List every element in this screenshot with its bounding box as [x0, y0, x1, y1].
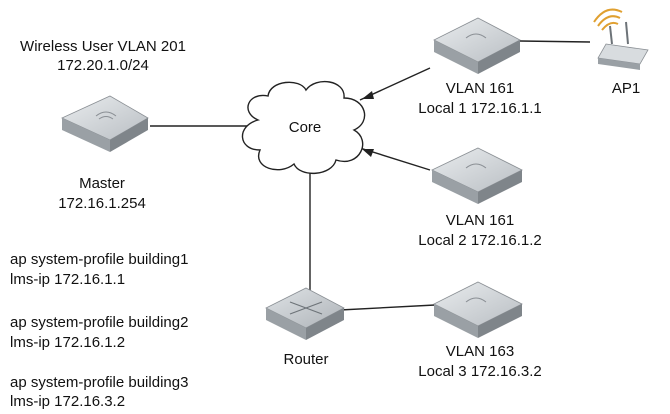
local3-address: Local 3 172.16.3.2 — [418, 363, 542, 380]
master-ip: 172.16.1.254 — [58, 195, 146, 212]
config-lms-1: lms-ip 172.16.1.1 — [10, 271, 126, 288]
core-label: Core — [288, 119, 322, 136]
ap-label: AP1 — [611, 80, 641, 97]
router-label: Router — [283, 351, 329, 368]
master-name: Master — [79, 175, 125, 192]
core-cloud — [241, 80, 366, 174]
config-profile-1: ap system-profile building1 — [10, 251, 189, 268]
link-local1-ap — [519, 40, 591, 43]
arrowhead-local2 — [362, 149, 374, 157]
local1-vlan: VLAN 161 — [445, 80, 515, 97]
master-device-icon — [61, 95, 149, 152]
config-lms-3: lms-ip 172.16.3.2 — [10, 393, 126, 410]
local2-address: Local 2 172.16.1.2 — [418, 232, 542, 249]
config-profile-2: ap system-profile building2 — [10, 314, 189, 331]
access-point-icon — [593, 8, 649, 70]
router-device-icon — [265, 287, 345, 340]
config-profile-3: ap system-profile building3 — [10, 374, 189, 391]
local1-device-icon — [433, 17, 521, 74]
local1-address: Local 1 172.16.1.1 — [418, 100, 542, 117]
link-router-local3 — [339, 304, 436, 311]
local3-vlan: VLAN 163 — [445, 343, 515, 360]
local2-vlan: VLAN 161 — [445, 212, 515, 229]
local2-device-icon — [431, 147, 523, 204]
links — [150, 40, 591, 311]
wireless-vlan-subnet: 172.20.1.0/24 — [57, 57, 149, 74]
arrowhead-local1 — [362, 91, 374, 99]
local3-device-icon — [433, 281, 523, 338]
config-lms-2: lms-ip 172.16.1.2 — [10, 334, 126, 351]
wireless-vlan-title: Wireless User VLAN 201 — [20, 38, 186, 55]
